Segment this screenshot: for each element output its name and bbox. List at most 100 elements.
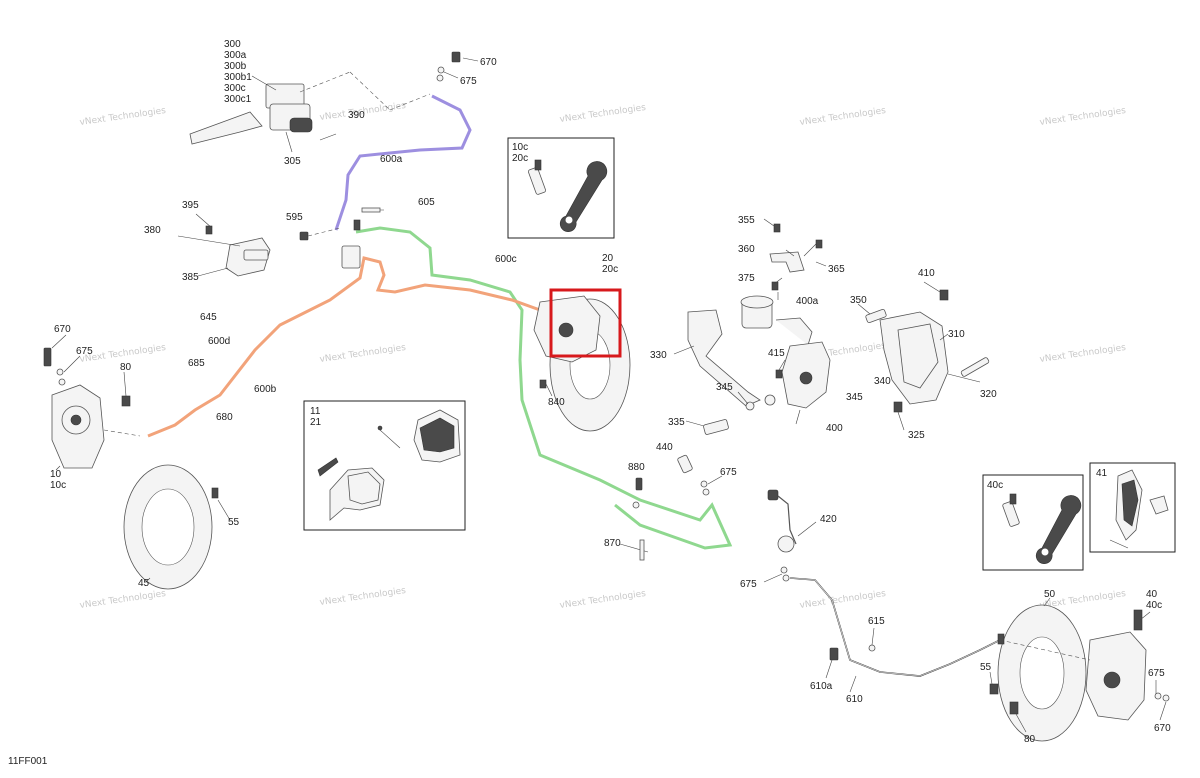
brake-line-600a: [334, 94, 472, 231]
callout-10: 10: [50, 469, 62, 480]
callout-615: 615: [868, 616, 885, 627]
brake-pedal: [687, 309, 761, 407]
brake-disc-rear: [997, 597, 1087, 742]
callout-305: 305: [284, 156, 301, 167]
callout-55-left: 55: [228, 517, 240, 528]
detail-box-brake-pads-11-21: [303, 400, 466, 531]
watermark: vNext Technologies: [559, 589, 647, 611]
callout-675-top: 675: [460, 76, 477, 87]
callout-440: 440: [656, 442, 673, 453]
callout-675-far: 675: [1148, 668, 1165, 679]
callout-20c: 20c: [602, 264, 618, 275]
callout-420: 420: [820, 514, 837, 525]
watermark: vNext Technologies: [1039, 343, 1127, 365]
detail-box-bleeder-10c-20c: [507, 137, 615, 239]
callout-600c: 600c: [495, 254, 517, 265]
brake-line-600c: [355, 226, 733, 550]
footrest-bracket: [857, 281, 990, 431]
callout-415: 415: [768, 348, 785, 359]
bleeder-cap-icon: [1035, 495, 1082, 564]
callout-675-left: 675: [76, 346, 93, 357]
callout-50: 50: [1044, 589, 1056, 600]
callout-360: 360: [738, 244, 755, 255]
line-fittings-center: [619, 454, 723, 561]
caliper-rear: [989, 609, 1170, 733]
callout-670-left: 670: [54, 324, 71, 335]
callout-355: 355: [738, 215, 755, 226]
watermark: vNext Technologies: [799, 589, 887, 611]
callout-10c-box: 10c: [512, 142, 528, 153]
callout-345-right: 345: [846, 392, 863, 403]
callout-410: 410: [918, 268, 935, 279]
watermark: vNext Technologies: [1039, 106, 1127, 128]
brake-lever: [189, 111, 263, 145]
callout-390: 390: [348, 110, 365, 121]
diagram-code: 11FF001: [8, 756, 48, 767]
callout-40c-box: 40c: [987, 480, 1003, 491]
callout-41: 41: [1096, 468, 1108, 479]
callout-300b: 300b: [224, 61, 247, 72]
callout-310: 310: [948, 329, 965, 340]
watermark: vNext Technologies: [79, 106, 167, 128]
callout-300: 300: [224, 39, 241, 50]
watermark: vNext Technologies: [319, 343, 407, 365]
callout-365: 365: [828, 264, 845, 275]
callout-80-rear: 80: [1024, 734, 1036, 745]
callout-labels: 300 300a 300b 300b1 300c 300c1 305 390 6…: [50, 39, 1171, 745]
callout-335: 335: [668, 417, 685, 428]
callout-350: 350: [850, 295, 867, 306]
callout-385: 385: [182, 272, 199, 283]
wheel-speed-sensor: [763, 489, 817, 583]
callout-325: 325: [908, 430, 925, 441]
detail-box-brake-pads-41: [1089, 462, 1176, 553]
watermark: vNext Technologies: [79, 589, 167, 611]
callout-600b: 600b: [254, 384, 277, 395]
callout-610a: 610a: [810, 681, 833, 692]
callout-11: 11: [310, 406, 321, 417]
callout-675-mid: 675: [720, 467, 737, 478]
callout-300c: 300c: [224, 83, 246, 94]
callout-400: 400: [826, 423, 843, 434]
distribution-block: [299, 207, 384, 269]
brake-line-610-inner: [789, 577, 1001, 677]
callout-10c: 10c: [50, 480, 66, 491]
callout-340: 340: [874, 376, 891, 387]
callout-680: 680: [216, 412, 233, 423]
callout-880: 880: [628, 462, 645, 473]
rear-brake-pedal-assembly: [673, 295, 831, 435]
callout-21: 21: [310, 417, 322, 428]
callout-610: 610: [846, 694, 863, 705]
callout-300a: 300a: [224, 50, 247, 61]
banjo-fitting-top: [436, 51, 479, 82]
caliper-front-left: [43, 334, 141, 471]
brake-lines: [147, 94, 1001, 677]
master-cylinder-assembly: [189, 71, 431, 153]
callout-40: 40: [1146, 589, 1158, 600]
callout-600a: 600a: [380, 154, 403, 165]
callout-400a: 400a: [796, 296, 819, 307]
callout-670-far: 670: [1154, 723, 1171, 734]
callout-345-left: 345: [716, 382, 733, 393]
callout-605: 605: [418, 197, 435, 208]
callout-320: 320: [980, 389, 997, 400]
brake-line-600b: [147, 256, 541, 438]
callout-55-rear: 55: [980, 662, 992, 673]
watermark: vNext Technologies: [799, 106, 887, 128]
callout-380: 380: [144, 225, 161, 236]
lever-bracket: [177, 213, 271, 277]
callout-645: 645: [200, 312, 217, 323]
watermark: vNext Technologies: [559, 103, 647, 125]
watermark: vNext Technologies: [319, 586, 407, 608]
callout-840: 840: [548, 397, 565, 408]
callout-300c1: 300c1: [224, 94, 252, 105]
detail-box-bleeder-40c: [982, 474, 1084, 571]
caliper-center: [533, 295, 631, 432]
line-fittings-rear: [825, 627, 876, 693]
bleeder-cap-icon: [559, 161, 608, 232]
reservoir-bracket: [763, 218, 827, 300]
callout-80-left: 80: [120, 362, 132, 373]
callout-300b1: 300b1: [224, 72, 252, 83]
brake-disc-front-left: [123, 464, 231, 590]
callout-20: 20: [602, 253, 614, 264]
